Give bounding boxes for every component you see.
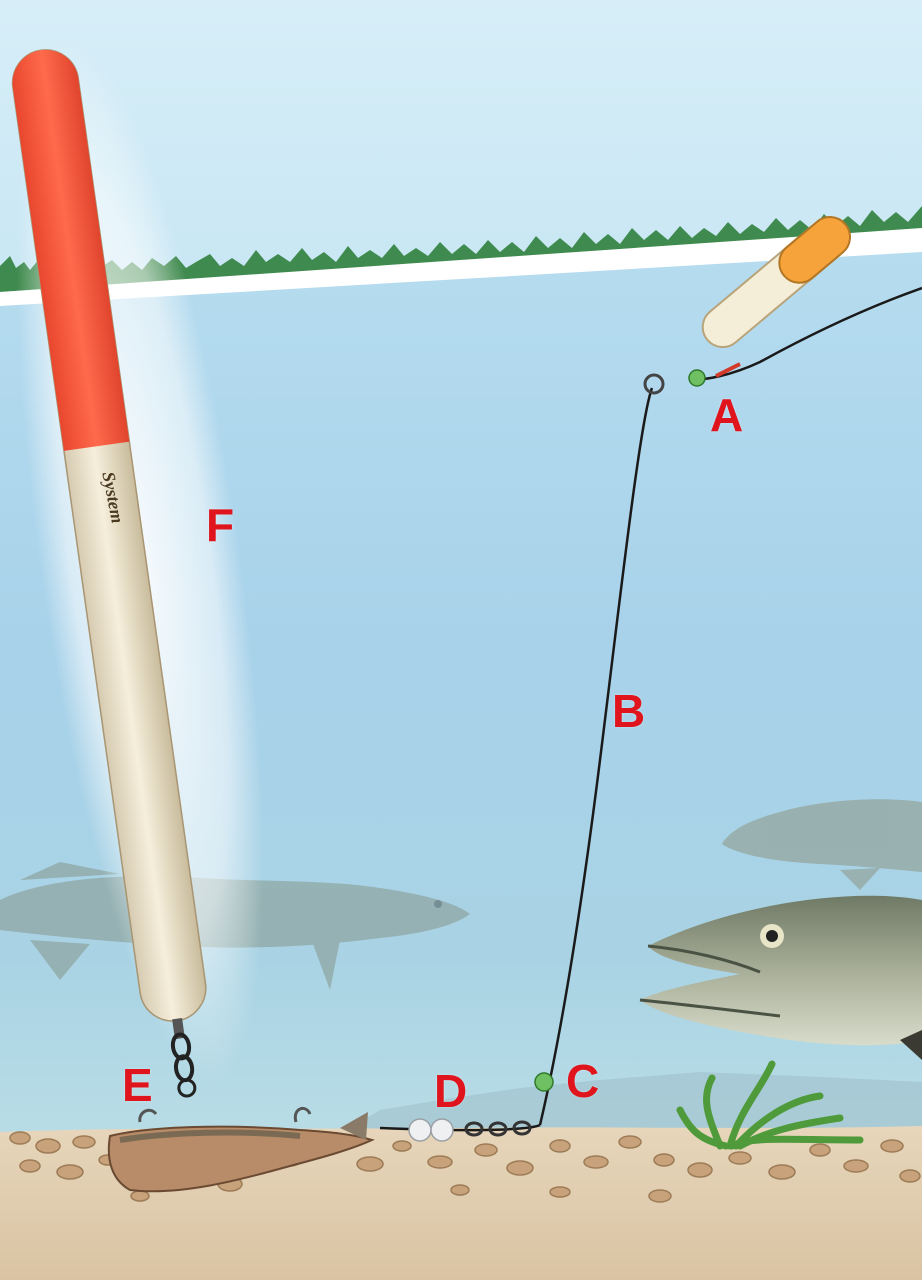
label-d: D	[434, 1068, 467, 1114]
label-c: C	[566, 1058, 599, 1104]
label-e: E	[122, 1062, 153, 1108]
bead-c	[535, 1073, 553, 1091]
label-f: F	[206, 502, 234, 548]
label-a: A	[710, 392, 743, 438]
label-b: B	[612, 688, 645, 734]
